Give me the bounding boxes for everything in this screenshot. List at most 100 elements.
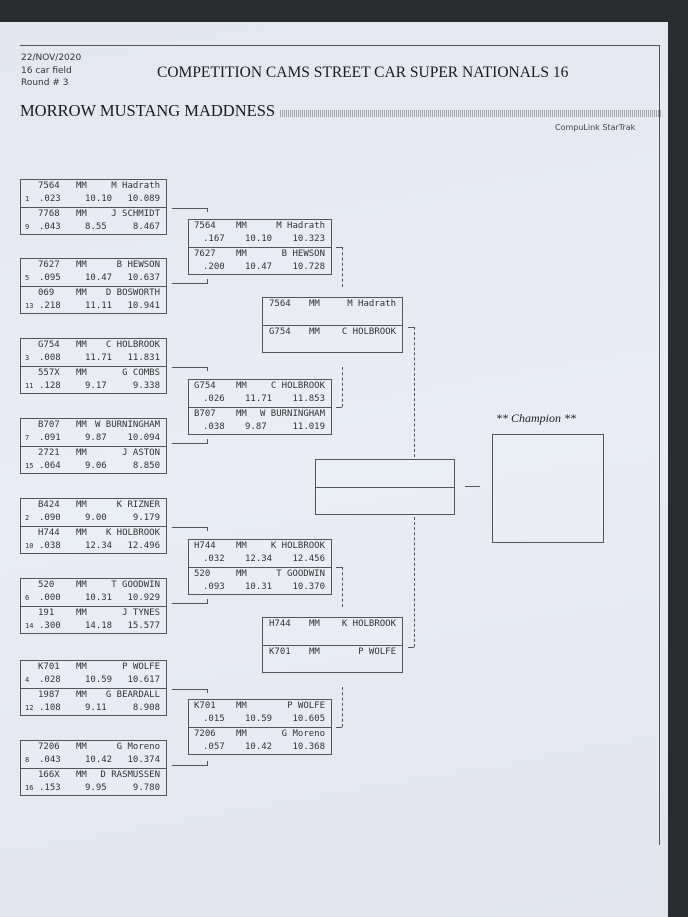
class: MM bbox=[236, 701, 247, 711]
elapsed-time: 15.577 bbox=[127, 620, 160, 631]
seed: 15 bbox=[25, 461, 34, 470]
racer-info: 7564 MM M Hadrath bbox=[21, 180, 166, 193]
field-size: 16 car field bbox=[21, 66, 72, 76]
seed: 3 bbox=[25, 354, 30, 362]
dial-in: 9.87 bbox=[245, 421, 267, 432]
dial-in: 10.42 bbox=[85, 755, 113, 765]
dial-in: 8.55 bbox=[85, 221, 107, 232]
elapsed-time: 10.370 bbox=[292, 581, 325, 592]
dial-in: 10.47 bbox=[245, 261, 273, 272]
class: MM bbox=[76, 500, 87, 510]
class: MM bbox=[76, 769, 87, 780]
class: MM bbox=[236, 221, 247, 231]
seed: 8 bbox=[25, 756, 30, 764]
connector bbox=[207, 439, 208, 443]
dial-in: 10.59 bbox=[245, 714, 273, 724]
elapsed-time: 9.780 bbox=[132, 782, 160, 793]
frame-line bbox=[20, 45, 660, 46]
class: MM bbox=[76, 527, 87, 538]
class: MM bbox=[309, 299, 320, 309]
seed: 9 bbox=[25, 222, 30, 231]
connector bbox=[342, 687, 343, 727]
car-number: 7564 bbox=[269, 299, 291, 309]
car-number: 7627 bbox=[38, 260, 60, 270]
date: 22/NOV/2020 bbox=[21, 53, 82, 63]
connector bbox=[336, 567, 342, 568]
driver-name: M Hadrath bbox=[111, 181, 160, 191]
dial-in: 10.31 bbox=[245, 581, 273, 592]
class: MM bbox=[76, 742, 87, 752]
elapsed-time: 10.094 bbox=[127, 433, 160, 443]
elapsed-time: 11.831 bbox=[127, 353, 160, 363]
seed: 1 bbox=[25, 195, 30, 203]
driver-name: W BURNINGHAM bbox=[259, 408, 325, 419]
connector bbox=[172, 283, 208, 284]
driver-name: C HOLBROOK bbox=[341, 326, 396, 337]
elapsed-time: 9.179 bbox=[132, 513, 160, 523]
connector bbox=[207, 208, 208, 212]
car-number: 1987 bbox=[38, 689, 60, 700]
car-number: 166X bbox=[38, 769, 60, 780]
seed: 11 bbox=[25, 381, 34, 390]
driver-name: D BOSWORTH bbox=[105, 287, 160, 298]
driver-name: K RIZNER bbox=[116, 500, 160, 510]
car-number: 520 bbox=[194, 568, 211, 579]
driver-name: M Hadrath bbox=[276, 221, 325, 231]
elapsed-time: 12.496 bbox=[127, 540, 160, 551]
dial-in: 10.59 bbox=[85, 675, 113, 685]
connector bbox=[172, 689, 208, 690]
car-number: 7564 bbox=[38, 181, 60, 191]
class: MM bbox=[76, 580, 87, 590]
elapsed-time: 10.089 bbox=[127, 194, 160, 204]
elapsed-time: 8.850 bbox=[132, 460, 160, 471]
driver-name: K HOLBROOK bbox=[341, 619, 396, 629]
driver-name: J TYNES bbox=[122, 607, 160, 618]
class: MM bbox=[76, 181, 87, 191]
elapsed-time: 10.941 bbox=[127, 300, 160, 311]
elapsed-time: 10.374 bbox=[127, 755, 160, 765]
connector bbox=[172, 765, 208, 766]
dial-in: 9.00 bbox=[85, 513, 107, 523]
connector bbox=[342, 567, 343, 607]
reaction-time: .038 bbox=[203, 421, 225, 432]
elapsed-time: 9.338 bbox=[132, 380, 160, 391]
car-number: 2721 bbox=[38, 447, 60, 458]
reaction-time: .093 bbox=[203, 581, 225, 592]
car-number: 7206 bbox=[194, 728, 216, 739]
page-title: COMPETITION CAMS STREET CAR SUPER NATION… bbox=[157, 64, 569, 81]
connector bbox=[172, 208, 208, 209]
driver-name: B HEWSON bbox=[116, 260, 160, 270]
dial-in: 9.87 bbox=[85, 433, 107, 443]
